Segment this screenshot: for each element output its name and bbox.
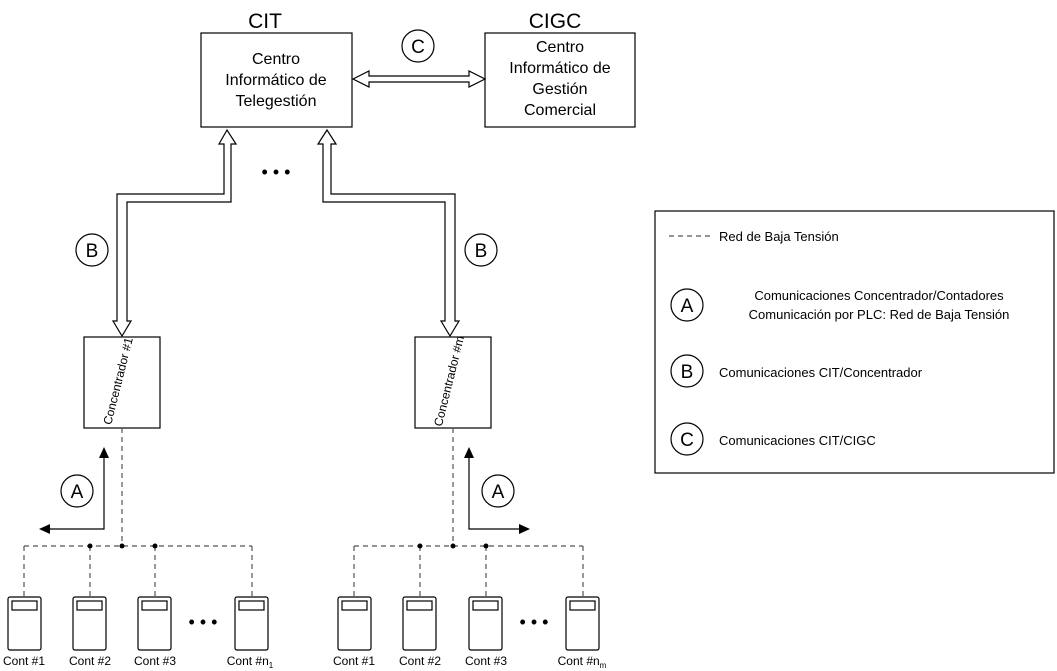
cigc-line-4: Comercial	[524, 102, 596, 119]
legend-a-line-2: Comunicación por PLC: Red de Baja Tensió…	[749, 307, 1010, 322]
cigc-header: CIGC	[529, 10, 582, 33]
plc-arrow-m-path	[468, 455, 521, 530]
legend-b-text: Comunicaciones CIT/Concentrador	[719, 365, 923, 380]
legend-low-voltage-label: Red de Baja Tensión	[719, 229, 839, 244]
meter-m-n-label-base: Cont #n	[558, 654, 600, 668]
lv-junction-mc	[483, 543, 489, 549]
meter-m-2-display	[406, 600, 433, 611]
meter-1-n-label-base: Cont #n	[227, 654, 269, 668]
cigc-line-2: Informático de	[509, 60, 610, 77]
meter-m-n	[565, 596, 600, 651]
plc-arrow-1-path	[47, 455, 105, 530]
cit-node: CIT Centro Informático de Telegestión	[200, 10, 353, 128]
meter-1-1-display	[11, 600, 38, 611]
plc-arrows-m: A	[464, 447, 530, 534]
concentrator-1-node: Concentrador #1	[83, 336, 161, 429]
meter-1-n-label: Cont #n1	[227, 654, 274, 670]
cigc-box	[484, 32, 636, 128]
cit-line-3: Telegestión	[236, 93, 317, 110]
cit-box	[200, 32, 353, 128]
ellipsis-meters-m: • • •	[520, 612, 549, 632]
marker-b-left-circle	[75, 233, 109, 267]
plc-arrow-m-head-up	[464, 447, 474, 458]
double-arrow-b-left	[111, 128, 238, 338]
meter-1-2-label: Cont #2	[69, 654, 111, 668]
meter-m-3-display	[472, 600, 499, 611]
link-cit-concentrator-1: B	[75, 128, 238, 338]
marker-a-left-label: A	[71, 482, 84, 503]
link-cit-concentrator-m: B	[316, 128, 498, 338]
meters-group-1: • • • Cont #1 Cont #2 Cont #3 Cont #n1	[3, 596, 274, 670]
lv-junction-1b	[119, 543, 125, 549]
marker-a-right-label: A	[492, 482, 505, 503]
plc-arrow-1-head-left	[39, 524, 50, 534]
marker-a-left-circle	[60, 474, 94, 508]
meter-m-1-label: Cont #1	[333, 654, 375, 668]
cigc-line-1: Centro	[536, 39, 584, 56]
lv-junction-mb	[450, 543, 456, 549]
meter-m-1-display	[341, 600, 368, 611]
marker-b-left-label: B	[86, 241, 99, 262]
cigc-line-3: Gestión	[532, 81, 587, 98]
meter-1-2	[72, 596, 107, 651]
marker-a-right-circle	[481, 474, 515, 508]
legend-c-text: Comunicaciones CIT/CIGC	[719, 433, 876, 448]
meter-1-2-display	[76, 600, 103, 611]
ellipsis-concentrators: • • •	[262, 162, 291, 182]
link-cit-cigc: C	[351, 29, 487, 88]
meter-1-1-label: Cont #1	[3, 654, 45, 668]
low-voltage-network-1	[23, 428, 253, 597]
legend-marker-c-circle	[670, 422, 704, 456]
meter-1-3-label: Cont #3	[134, 654, 176, 668]
marker-c-label: C	[411, 37, 425, 58]
legend-marker-c-label: C	[680, 430, 694, 451]
legend-a-line-1: Comunicaciones Concentrador/Contadores	[754, 288, 1004, 303]
low-voltage-network-m	[353, 428, 584, 597]
marker-b-right-circle	[464, 233, 498, 267]
plc-arrows-1: A	[39, 447, 109, 534]
meter-m-n-display	[569, 600, 596, 611]
ellipsis-meters-1: • • •	[189, 612, 218, 632]
cit-line-1: Centro	[252, 51, 300, 68]
cit-header: CIT	[248, 10, 282, 33]
meter-1-1	[7, 596, 42, 651]
concentrator-m-node: Concentrador #m	[414, 334, 492, 429]
meter-1-n-display	[238, 600, 265, 611]
legend-box	[654, 210, 1055, 474]
meter-1-n-label-sub: 1	[269, 661, 274, 670]
meter-m-3-label: Cont #3	[465, 654, 507, 668]
marker-b-right-label: B	[475, 241, 488, 262]
lv-junction-1c	[152, 543, 158, 549]
meter-m-2-label: Cont #2	[399, 654, 441, 668]
marker-c-circle	[401, 29, 435, 63]
concentrator-m-box	[414, 336, 492, 429]
lv-junction-1a	[87, 543, 93, 549]
cit-line-2: Informático de	[225, 72, 326, 89]
plc-arrow-m-head-right	[519, 524, 530, 534]
legend-marker-a-label: A	[681, 296, 694, 317]
legend: Red de Baja Tensión A Comunicaciones Con…	[654, 210, 1055, 474]
double-arrow-b-right	[316, 128, 461, 338]
cigc-node: CIGC Centro Informático de Gestión Comer…	[484, 10, 636, 128]
legend-marker-b-circle	[670, 354, 704, 388]
meter-1-n	[234, 596, 269, 651]
legend-marker-b-label: B	[681, 362, 694, 383]
meter-m-n-label-sub: m	[600, 661, 607, 670]
legend-marker-a-circle	[670, 288, 704, 322]
meter-m-2	[402, 596, 437, 651]
meter-m-3	[468, 596, 503, 651]
lv-junction-ma	[417, 543, 423, 549]
meter-1-3-display	[141, 600, 168, 611]
double-arrow-cit-cigc	[351, 70, 487, 88]
meters-group-m: • • • Cont #1 Cont #2 Cont #3 Cont #nm	[333, 596, 607, 670]
plc-arrow-1-head-up	[99, 447, 109, 458]
meter-m-n-label: Cont #nm	[558, 654, 607, 670]
meter-1-3	[137, 596, 172, 651]
meter-m-1	[337, 596, 372, 651]
